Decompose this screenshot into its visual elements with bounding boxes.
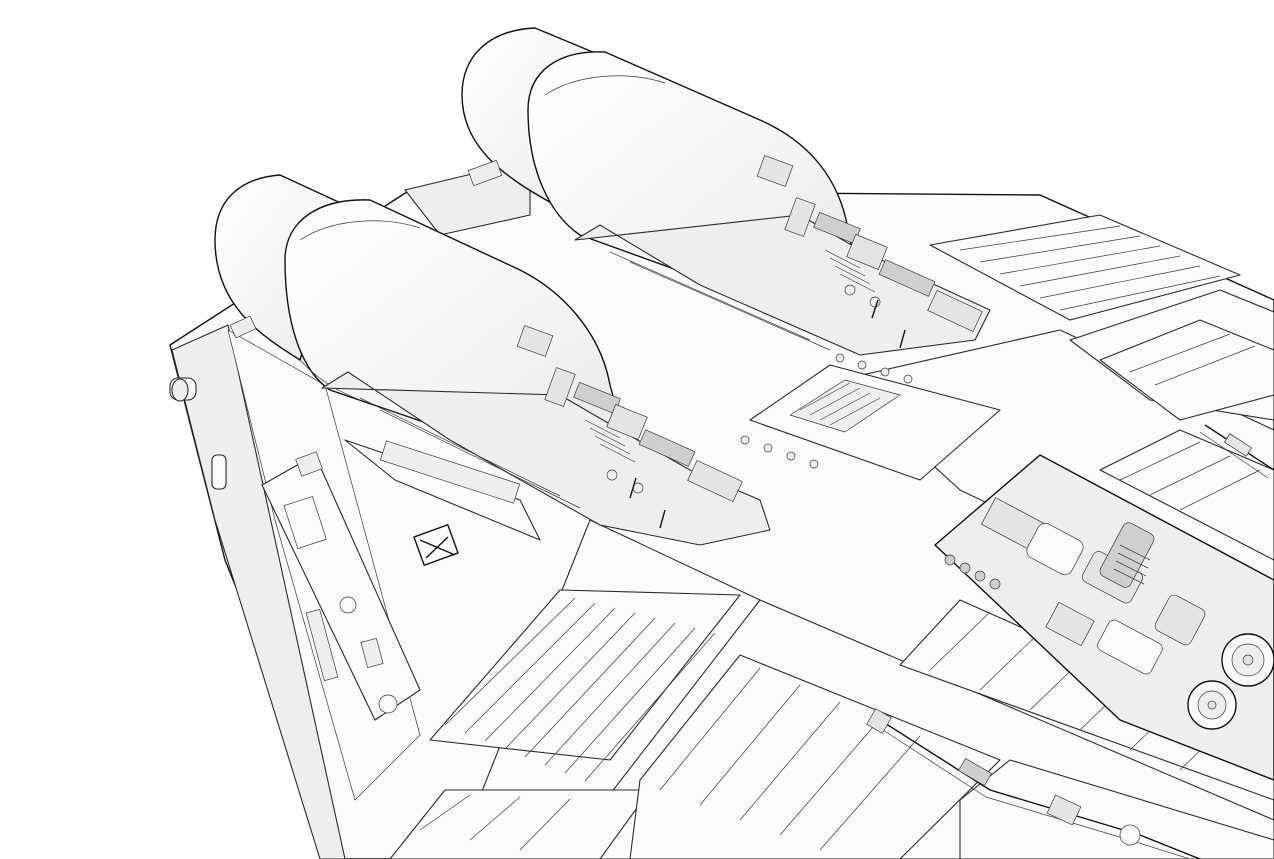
rivet-row <box>740 353 913 469</box>
machinery-bay <box>934 454 1274 781</box>
lower-deck-plates <box>629 654 1274 859</box>
right-edge-detail <box>1199 424 1274 479</box>
left-side-panel-strip <box>261 439 541 721</box>
mid-section <box>740 353 1001 481</box>
panel-slats-right-upper <box>959 225 1274 421</box>
engine-right <box>461 27 991 356</box>
engine-left-greeble <box>516 325 743 529</box>
bay-rivets <box>944 554 1001 590</box>
engine-right-greeble <box>756 155 983 349</box>
panel-slats-left <box>389 589 741 859</box>
turbine-wheels <box>1187 633 1274 730</box>
warning-box <box>413 524 459 566</box>
engine-left <box>214 174 771 546</box>
side-nozzles <box>169 160 503 490</box>
lower-conduit <box>866 708 1201 859</box>
panel-slats-right-lower <box>899 429 1274 801</box>
